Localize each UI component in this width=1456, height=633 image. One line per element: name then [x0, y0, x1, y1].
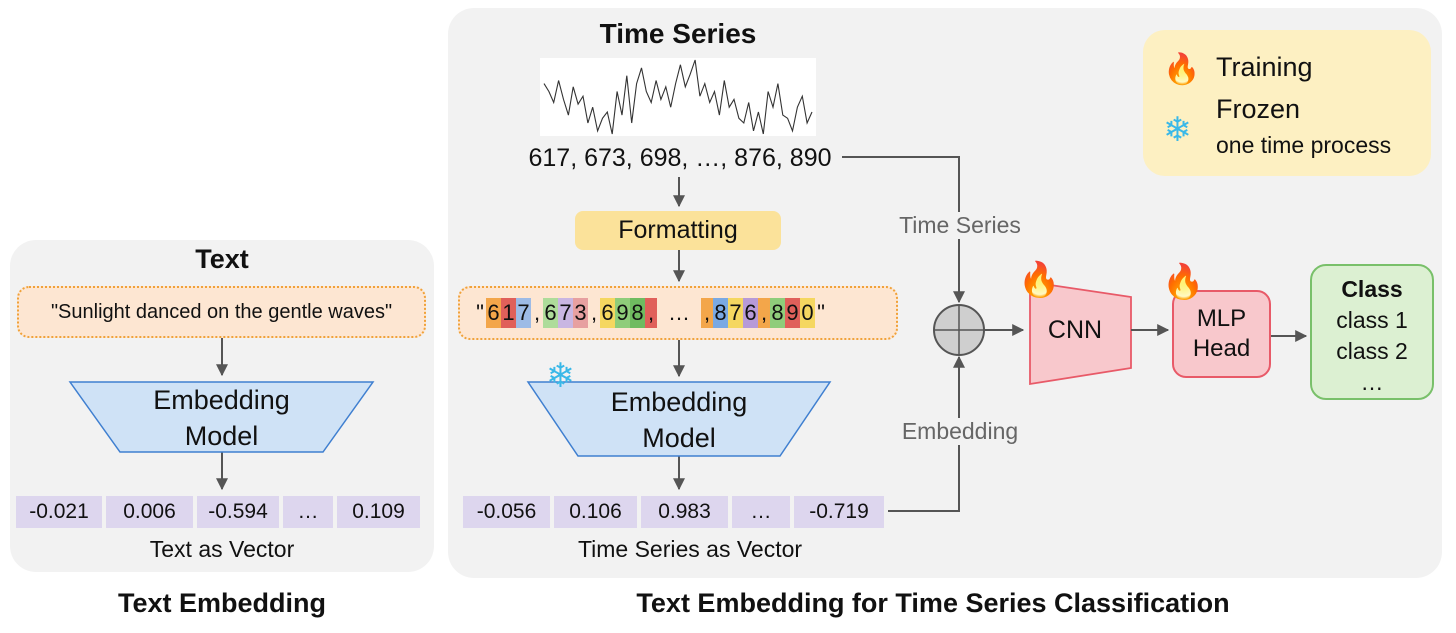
vector-cell: -0.594 [197, 496, 279, 528]
token: , [533, 300, 541, 325]
vector-cell: 0.106 [554, 496, 637, 528]
token: 7 [558, 298, 573, 328]
token: 7 [516, 298, 531, 328]
token: 6 [543, 298, 558, 328]
token: , [758, 298, 770, 328]
vector-cell: 0.109 [337, 496, 420, 528]
formatting-step: Formatting [575, 211, 781, 250]
text-embedding-model-label: Embedding Model [120, 382, 323, 454]
token: 7 [728, 298, 743, 328]
class-item: class 2 [1336, 338, 1408, 364]
input-sentence: "Sunlight danced on the gentle waves" [17, 286, 426, 338]
add-operator [933, 304, 985, 356]
fire-icon: 🔥 [1162, 263, 1205, 301]
class-output: Class class 1 class 2 … [1310, 264, 1434, 400]
vector-cell: … [732, 496, 790, 528]
token: 8 [630, 298, 645, 328]
time-series-title: Time Series [599, 18, 757, 49]
edge-label-embedding: Embedding [880, 418, 1040, 445]
token: 9 [785, 298, 800, 328]
token: 0 [800, 298, 815, 328]
token: 3 [573, 298, 588, 328]
vector-cell: 0.006 [106, 496, 193, 528]
ts-embedding-model-shape [526, 381, 832, 457]
ts-embedding-model-label: Embedding Model [578, 384, 780, 456]
token: … [668, 300, 690, 325]
token: , [590, 300, 598, 325]
time-series-line [543, 59, 813, 135]
fire-icon: 🔥 [1018, 261, 1061, 299]
fire-icon: 🔥 [1163, 53, 1201, 86]
token: " [476, 300, 484, 325]
token: 8 [770, 298, 785, 328]
ts-vector: -0.056 0.106 0.983 … -0.719 [463, 496, 884, 528]
token: 6 [743, 298, 758, 328]
model-label-line2: Model [184, 421, 259, 451]
text-embedding-caption: Text Embedding [117, 588, 326, 618]
edge-label-time-series: Time Series [880, 212, 1040, 239]
vector-cell: -0.021 [16, 496, 102, 528]
model-label-line2: Model [642, 423, 716, 453]
class-item: class 1 [1336, 307, 1408, 333]
token: 6 [600, 298, 615, 328]
legend-training-label: Training [1216, 52, 1313, 82]
token: " [817, 300, 825, 325]
snowflake-icon: ❄ [1163, 111, 1192, 149]
token: , [645, 298, 657, 328]
vector-cell: 0.983 [641, 496, 728, 528]
model-label-line1: Embedding [153, 385, 290, 415]
token: 8 [713, 298, 728, 328]
legend-frozen-sublabel: one time process [1216, 132, 1392, 158]
text-embedding-model-shape [68, 381, 375, 453]
ts-vector-caption: Time Series as Vector [577, 536, 803, 562]
mlp-label-line1: MLP [1196, 305, 1247, 332]
model-label-line1: Embedding [610, 387, 748, 417]
token: 1 [501, 298, 516, 328]
cnn-label: CNN [1047, 316, 1103, 344]
class-title: Class [1341, 276, 1403, 302]
vector-cell: … [283, 496, 333, 528]
token: 9 [615, 298, 630, 328]
class-item: … [1360, 369, 1384, 395]
token: , [701, 298, 713, 328]
snowflake-icon: ❄ [546, 357, 575, 395]
legend: 🔥 Training ❄ Frozen one time process [1143, 30, 1431, 176]
text-vector-caption: Text as Vector [149, 536, 295, 562]
text-vector: -0.021 0.006 -0.594 … 0.109 [16, 496, 420, 528]
legend-frozen-label: Frozen [1216, 94, 1301, 124]
vector-cell: -0.719 [794, 496, 884, 528]
token: 6 [486, 298, 501, 328]
mlp-head: MLP Head [1172, 290, 1271, 378]
vector-cell: -0.056 [463, 496, 550, 528]
cnn-shape [1029, 280, 1132, 386]
time-series-numbers: 617, 673, 698, …, 876, 890 [528, 144, 832, 172]
text-panel-title: Text [195, 244, 249, 274]
mlp-label-line2: Head [1192, 335, 1251, 362]
ts-classification-caption: Text Embedding for Time Series Classific… [636, 588, 1230, 618]
